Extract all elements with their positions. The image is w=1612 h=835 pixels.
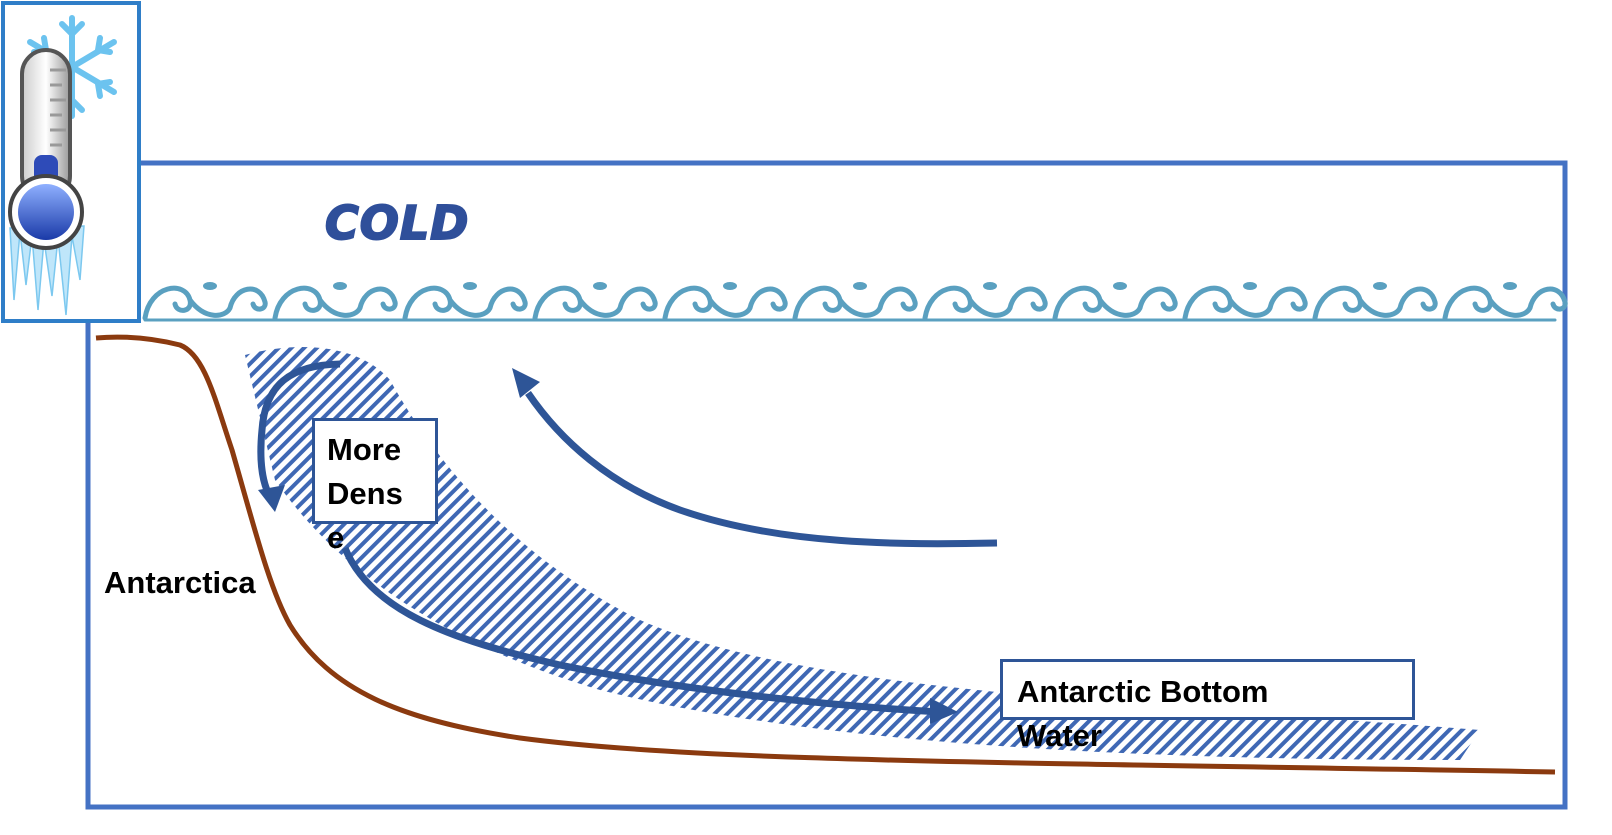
wave-curl (1052, 285, 1178, 321)
fish-icon (1373, 282, 1387, 290)
bottom-water-label: Antarctic Bottom Water (1017, 670, 1268, 758)
wave-curl (1312, 285, 1438, 321)
fish-icon (463, 282, 477, 290)
fish-icon (203, 282, 217, 290)
wave-curl (1442, 285, 1568, 321)
wave-curl (1182, 285, 1308, 321)
wave-curl (142, 285, 268, 321)
sinking-arrow-head (258, 485, 285, 512)
fish-icon (333, 282, 347, 290)
wave-curl (792, 285, 918, 321)
bottom-water-line-2: Water (1017, 718, 1102, 753)
wave-curl (532, 285, 658, 321)
wave-curl (662, 285, 788, 321)
more-dense-label: More Dens e (327, 428, 403, 560)
cold-label: COLD (324, 195, 470, 251)
cold-thermometer-icon (1, 1, 141, 323)
fish-icon (1113, 282, 1127, 290)
wave-curl (922, 285, 1048, 321)
fish-icon (983, 282, 997, 290)
more-dense-box (312, 418, 438, 524)
fish-icon (1503, 282, 1517, 290)
bottom-water-box (1000, 659, 1415, 720)
more-dense-line-3: e (327, 520, 345, 555)
fish-icon (1243, 282, 1257, 290)
icicles (9, 225, 85, 316)
bottom-flow-arrow (341, 546, 941, 716)
antarctica-label: Antarctica (104, 565, 256, 600)
return-flow-arrow (525, 391, 998, 548)
bottom-water-line-1: Antarctic Bottom (1017, 674, 1269, 709)
fish-icon (853, 282, 867, 290)
wave-curl (272, 285, 398, 321)
wave-curl (402, 285, 528, 321)
antarctica-coastline (95, 334, 1556, 775)
return-flow-arrow-head (512, 368, 540, 398)
dense-water-region (245, 347, 1480, 760)
fish-icon (593, 282, 607, 290)
sinking-arrow (257, 360, 341, 502)
bottom-flow-arrow-head (930, 698, 958, 724)
more-dense-line-1: More (327, 432, 402, 467)
wave-strip (142, 282, 1568, 322)
more-dense-line-2: Dens (327, 476, 403, 511)
fish-icon (723, 282, 737, 290)
